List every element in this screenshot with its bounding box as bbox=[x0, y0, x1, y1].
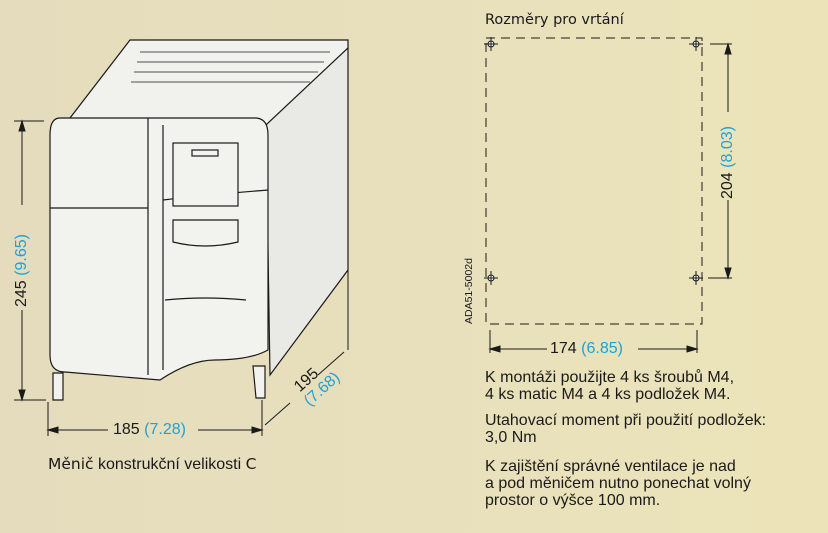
note-line: K zajištění správné ventilace je nad bbox=[485, 458, 736, 475]
width-mm: 185 bbox=[113, 421, 140, 438]
mounting-hole-icon bbox=[484, 37, 703, 285]
height-dimension-label: 245 (9.65) bbox=[13, 234, 31, 307]
caption-bold: Měnič bbox=[48, 455, 94, 473]
drawing-code: ADA51-5002d bbox=[463, 258, 475, 324]
drill-height-mm: 204 bbox=[719, 172, 736, 199]
dimension-lines bbox=[14, 119, 349, 436]
caption-text: konstrukční velikosti bbox=[93, 456, 246, 473]
note-mounting: K montáži použijte 4 ks šroubů M4,4 ks m… bbox=[485, 369, 734, 403]
width-in: (7.28) bbox=[144, 421, 186, 438]
caption: Měnič konstrukční velikosti C bbox=[48, 455, 256, 474]
drill-height-label: 204 (8.03) bbox=[719, 126, 737, 199]
drilling-title: Rozměry pro vrtání bbox=[485, 12, 624, 28]
note-line: 4 ks matic M4 a 4 ks podložek M4. bbox=[485, 386, 731, 403]
drill-width-in: (6.85) bbox=[581, 340, 623, 357]
width-dimension-label: 185 (7.28) bbox=[113, 421, 186, 439]
inverter-drawing bbox=[49, 39, 349, 401]
note-line: a pod měničem nutno ponechat volný bbox=[485, 475, 751, 492]
note-line: 3,0 Nm bbox=[485, 429, 537, 446]
height-mm: 245 bbox=[13, 280, 30, 307]
caption-size: C bbox=[245, 455, 257, 473]
note-line: K montáži použijte 4 ks šroubů M4, bbox=[485, 369, 735, 386]
note-line: Utahovací moment při použití podložek: bbox=[485, 412, 767, 429]
drill-width-mm: 174 bbox=[550, 340, 577, 357]
drill-width-label: 174 (6.85) bbox=[550, 340, 623, 358]
drilling-template bbox=[484, 37, 732, 353]
note-line: prostor o výšce 100 mm. bbox=[485, 492, 661, 509]
drill-height-in: (8.03) bbox=[719, 126, 736, 168]
note-torque: Utahovací moment při použití podložek:3,… bbox=[485, 412, 766, 446]
height-in: (9.65) bbox=[13, 234, 30, 276]
